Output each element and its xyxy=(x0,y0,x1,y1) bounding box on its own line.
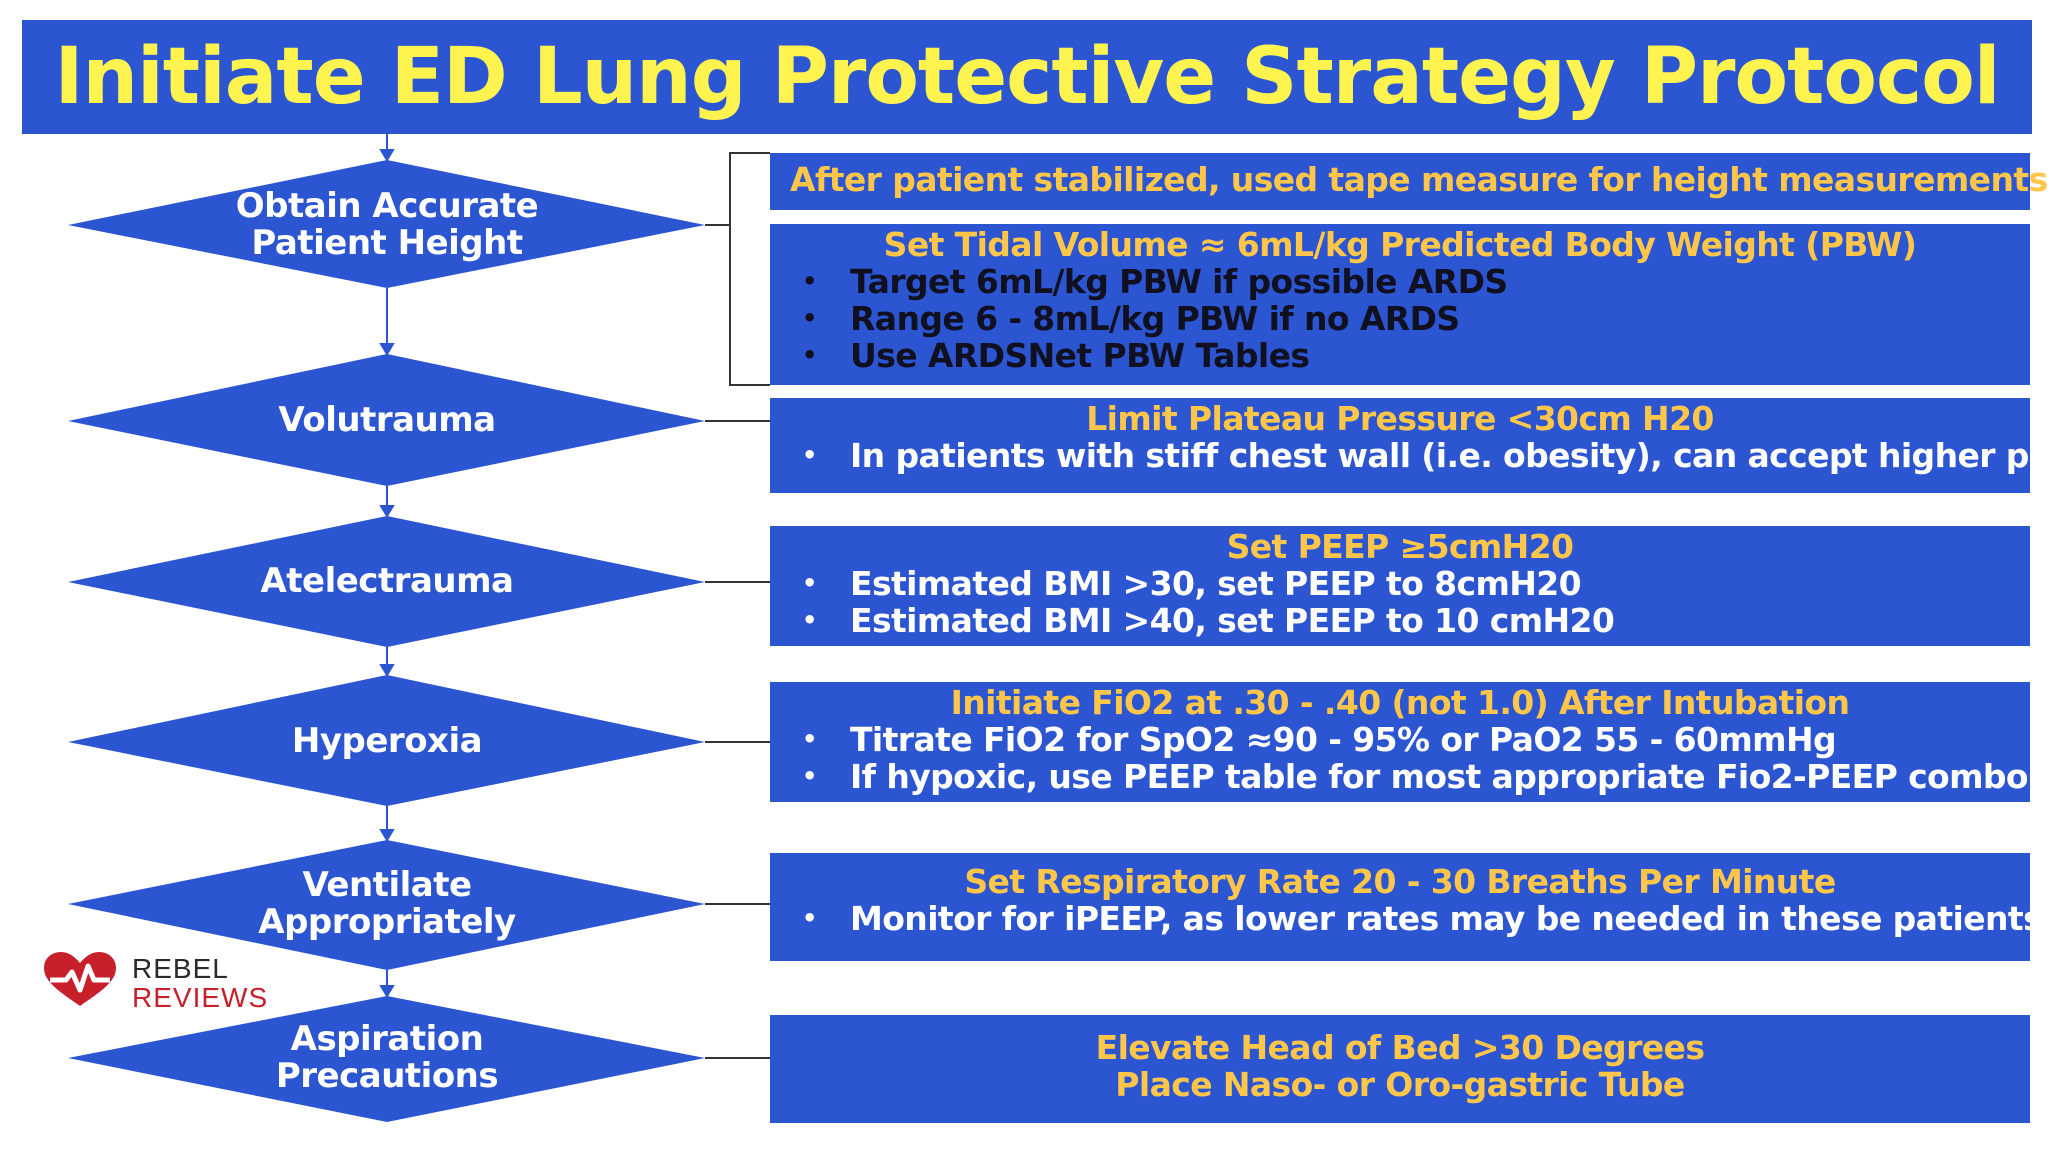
bullet-item: •Target 6mL/kg PBW if possible ARDS xyxy=(802,262,1508,301)
info-box-fio2: Initiate FiO2 at .30 - .40 (not 1.0) Aft… xyxy=(770,682,2030,802)
arrowhead xyxy=(379,505,395,518)
step-label-line: Hyperoxia xyxy=(291,721,483,761)
bullet-list: •In patients with stiff chest wall (i.e.… xyxy=(790,436,2048,475)
heart-icon xyxy=(44,952,116,1006)
diamond-step2 xyxy=(68,354,705,486)
flow-arrows xyxy=(379,134,395,998)
arrowhead xyxy=(379,343,395,356)
info-box-tidal-volume: Set Tidal Volume ≈ 6mL/kg Predicted Body… xyxy=(770,224,2030,385)
step-label-line: Volutrauma xyxy=(278,400,496,440)
bullet-list: •Monitor for iPEEP, as lower rates may b… xyxy=(790,899,2043,938)
box-heading: Set Respiratory Rate 20 - 30 Breaths Per… xyxy=(964,862,1836,901)
box-heading: Place Naso- or Oro-gastric Tube xyxy=(1115,1065,1685,1104)
bullet-item: •Titrate FiO2 for SpO2 ≈90 - 95% or PaO2… xyxy=(802,720,1837,759)
step-label-atelectrauma: Atelectrauma xyxy=(177,563,597,600)
arrowhead xyxy=(379,985,395,998)
box-heading: Elevate Head of Bed >30 Degrees xyxy=(1095,1028,1705,1067)
bullet-item: •Estimated BMI >40, set PEEP to 10 cmH20 xyxy=(802,601,1615,640)
diamond-step1 xyxy=(68,160,705,288)
diamond-step3 xyxy=(68,516,705,647)
bullet-item: •If hypoxic, use PEEP table for most app… xyxy=(802,757,2029,796)
bullet-list: •Titrate FiO2 for SpO2 ≈90 - 95% or PaO2… xyxy=(790,720,2029,796)
bullet-item: •Estimated BMI >30, set PEEP to 8cmH20 xyxy=(802,564,1582,603)
box-heading: After patient stabilized, used tape meas… xyxy=(790,160,2048,199)
step-label-line: Patient Height xyxy=(251,223,523,263)
bullet-list: •Estimated BMI >30, set PEEP to 8cmH20 •… xyxy=(790,565,2010,639)
arrowhead xyxy=(379,664,395,677)
logo-text-rebel: REBEL xyxy=(132,953,229,984)
info-box-plateau-pressure: Limit Plateau Pressure <30cm H20 •In pat… xyxy=(770,398,2048,493)
arrowhead xyxy=(379,149,395,162)
step-label-line: Appropriately xyxy=(258,902,516,942)
box-connectors xyxy=(705,152,770,1059)
step-label-line: Aspiration xyxy=(290,1019,484,1059)
step-label-aspiration: Aspiration Precautions xyxy=(177,1021,597,1095)
page-title: Initiate ED Lung Protective Strategy Pro… xyxy=(54,32,2000,122)
step-label-height: Obtain Accurate Patient Height xyxy=(177,188,597,262)
step-label-line: Ventilate xyxy=(302,865,472,905)
box-heading: Set PEEP ≥5cmH20 xyxy=(1226,527,1574,566)
step-label-hyperoxia: Hyperoxia xyxy=(177,723,597,760)
diamond-step5 xyxy=(68,840,705,970)
bullet-item: •Monitor for iPEEP, as lower rates may b… xyxy=(802,899,2043,938)
box-heading: Set Tidal Volume ≈ 6mL/kg Predicted Body… xyxy=(883,225,1917,264)
title-banner: Initiate ED Lung Protective Strategy Pro… xyxy=(22,20,2032,134)
bullet-item: •Range 6 - 8mL/kg PBW if no ARDS xyxy=(802,299,1460,338)
bullet-list: •Target 6mL/kg PBW if possible ARDS •Ran… xyxy=(790,263,2010,374)
info-box-peep: Set PEEP ≥5cmH20 •Estimated BMI >30, set… xyxy=(770,526,2030,646)
diamond-step6 xyxy=(68,996,705,1122)
step-label-line: Obtain Accurate xyxy=(235,186,539,226)
box-heading: Initiate FiO2 at .30 - .40 (not 1.0) Aft… xyxy=(950,683,1850,722)
info-box-respiratory-rate: Set Respiratory Rate 20 - 30 Breaths Per… xyxy=(770,853,2043,961)
bracket xyxy=(729,152,770,386)
step-label-ventilate: Ventilate Appropriately xyxy=(177,867,597,941)
box-heading: Limit Plateau Pressure <30cm H20 xyxy=(1086,399,1714,438)
info-box-aspiration: Elevate Head of Bed >30 Degrees Place Na… xyxy=(770,1015,2030,1123)
rebel-reviews-logo: REBEL REVIEWS xyxy=(40,950,300,1020)
logo-text-reviews: REVIEWS xyxy=(132,982,269,1013)
bullet-item: •Use ARDSNet PBW Tables xyxy=(802,336,1310,375)
arrowhead xyxy=(379,829,395,842)
step-label-volutrauma: Volutrauma xyxy=(177,402,597,439)
info-box-height-measure: After patient stabilized, used tape meas… xyxy=(770,153,2048,210)
decision-diamonds xyxy=(68,160,705,1122)
bullet-item: •In patients with stiff chest wall (i.e.… xyxy=(802,436,2048,475)
step-label-line: Atelectrauma xyxy=(260,561,514,601)
diamond-step4 xyxy=(68,675,705,806)
step-label-line: Precautions xyxy=(275,1056,499,1096)
